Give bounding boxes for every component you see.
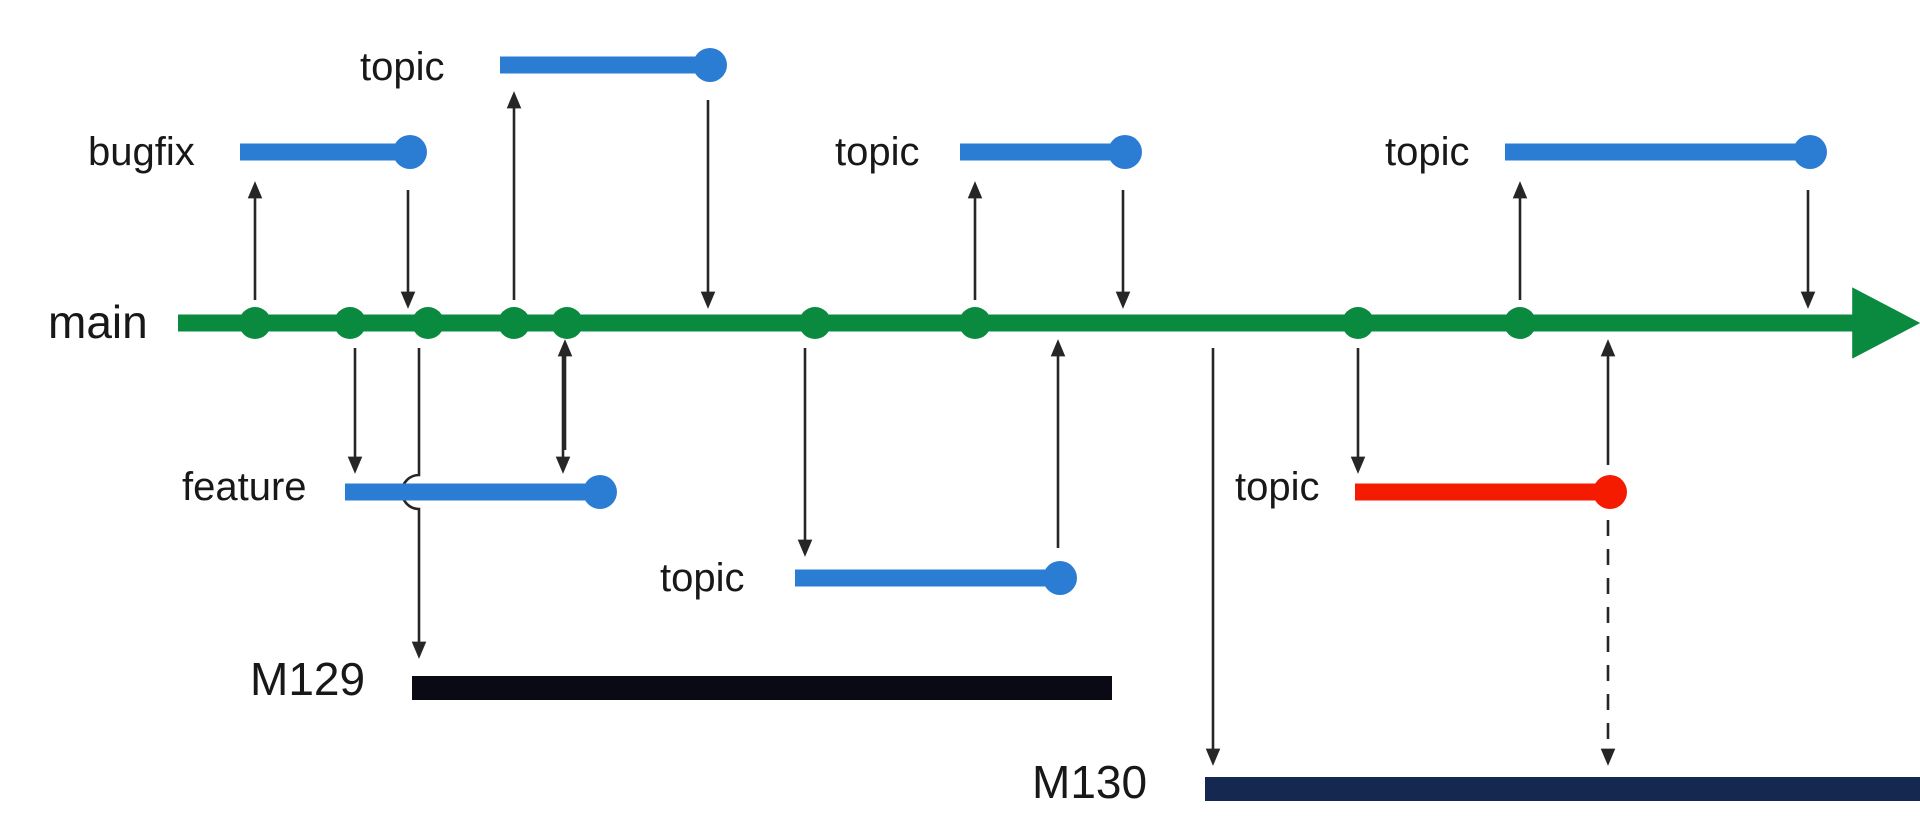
main-branch-layer bbox=[178, 287, 1920, 359]
milestone-layer bbox=[412, 676, 1920, 801]
milestone-bar-m129[interactable] bbox=[412, 676, 1112, 700]
main-branch-label: main bbox=[48, 296, 148, 348]
arrow-layer bbox=[247, 91, 1816, 766]
main-commit-dot[interactable] bbox=[239, 307, 271, 339]
label-layer: main bugfix topic topic topic feature topic top… bbox=[48, 45, 1470, 808]
main-commit-dot[interactable] bbox=[498, 307, 530, 339]
main-commit-dot[interactable] bbox=[334, 307, 366, 339]
branch-tip-topic-top-2[interactable] bbox=[1108, 135, 1142, 169]
main-commit-dot[interactable] bbox=[412, 307, 444, 339]
main-commit-dot[interactable] bbox=[1342, 307, 1374, 339]
branch-label-bugfix: bugfix bbox=[88, 130, 195, 174]
branch-label-topic-top-3: topic bbox=[1385, 130, 1470, 174]
branch-label-topic-bottom: topic bbox=[660, 556, 745, 600]
branch-label-feature: feature bbox=[182, 465, 307, 509]
milestone-label-m129: M129 bbox=[250, 653, 365, 705]
branch-tip-feature[interactable] bbox=[583, 475, 617, 509]
main-commit-dot[interactable] bbox=[799, 307, 831, 339]
branch-label-topic-top-1: topic bbox=[360, 45, 445, 89]
main-commit-dot[interactable] bbox=[959, 307, 991, 339]
branch-layer bbox=[240, 48, 1827, 595]
branch-label-topic-top-2: topic bbox=[835, 130, 920, 174]
branch-tip-hotfix-topic[interactable] bbox=[1593, 475, 1627, 509]
branch-tip-topic-top-1[interactable] bbox=[693, 48, 727, 82]
branch-label-hotfix-topic: topic bbox=[1235, 465, 1320, 509]
main-commit-dot[interactable] bbox=[1504, 307, 1536, 339]
main-commit-dot[interactable] bbox=[551, 307, 583, 339]
milestone-label-m130: M130 bbox=[1032, 756, 1147, 808]
milestone-bar-m130[interactable] bbox=[1205, 777, 1920, 801]
branch-tip-topic-top-3[interactable] bbox=[1793, 135, 1827, 169]
branch-tip-topic-bottom[interactable] bbox=[1043, 561, 1077, 595]
branch-tip-bugfix[interactable] bbox=[393, 135, 427, 169]
